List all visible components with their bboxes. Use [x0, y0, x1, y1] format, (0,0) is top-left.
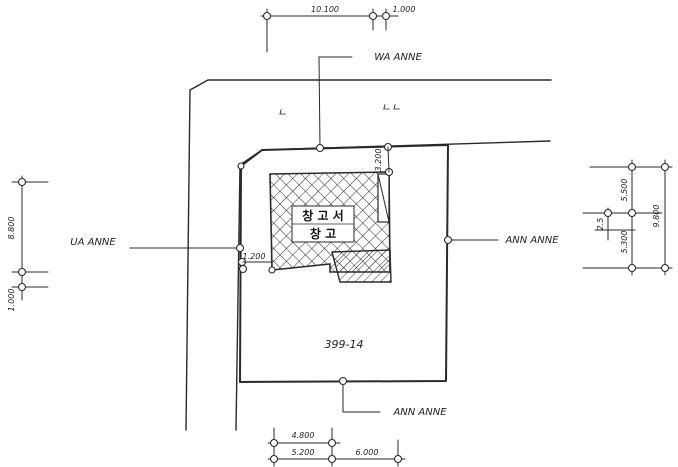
left-dimension: 8.800 1.000 [7, 175, 49, 312]
corner-marker: 3.200 [374, 142, 394, 177]
bottom-dim-2: 5.200 [292, 448, 315, 457]
building-footprint: 창 고 서 창 고 [269, 171, 392, 283]
bottom-dim-1: 4.800 [292, 431, 315, 440]
bottom-dimension: 4.800 5.200 6.000 [267, 427, 406, 467]
right-dim-3: 5.300 [620, 231, 629, 254]
right-dim-4: 9.800 [652, 205, 661, 228]
right-dim-2: 2.5 [596, 218, 605, 231]
top-dim-1: 10.100 [311, 5, 339, 14]
lot-boundary [239, 144, 449, 383]
bottom-dim-3: 6.000 [356, 448, 379, 457]
building-label-line-1: 창 고 서 [302, 208, 343, 223]
small-dim: 3.200 [374, 149, 383, 172]
top-dim-2: 1.000 [393, 5, 416, 14]
left-callout-label: UA ANNE [70, 237, 116, 248]
top-callout: WA ANNE [315, 52, 422, 153]
bottom-callout: ANN ANNE [338, 376, 447, 418]
left-callout: 1.200 UA ANNE [70, 237, 273, 274]
right-dimension: 5.500 2.5 5.300 9.800 [582, 159, 673, 276]
left-dim-1: 8.800 [7, 217, 16, 240]
top-dimension: 10.100 1.000 [260, 5, 416, 53]
road-label-right: ㄴㄴ [381, 101, 401, 114]
road-label-left: ㄴ [277, 106, 287, 119]
bottom-callout-label: ANN ANNE [392, 407, 447, 418]
lot-number: 399-14 [325, 338, 364, 351]
right-dim-1: 5.500 [620, 179, 629, 202]
building-label-line-2: 창 고 [310, 226, 336, 241]
top-callout-label: WA ANNE [374, 52, 422, 63]
right-callout: ANN ANNE [443, 235, 559, 246]
right-callout-label: ANN ANNE [504, 235, 559, 246]
corner-dim: 1.200 [243, 252, 266, 261]
left-dim-2: 1.000 [7, 289, 16, 312]
